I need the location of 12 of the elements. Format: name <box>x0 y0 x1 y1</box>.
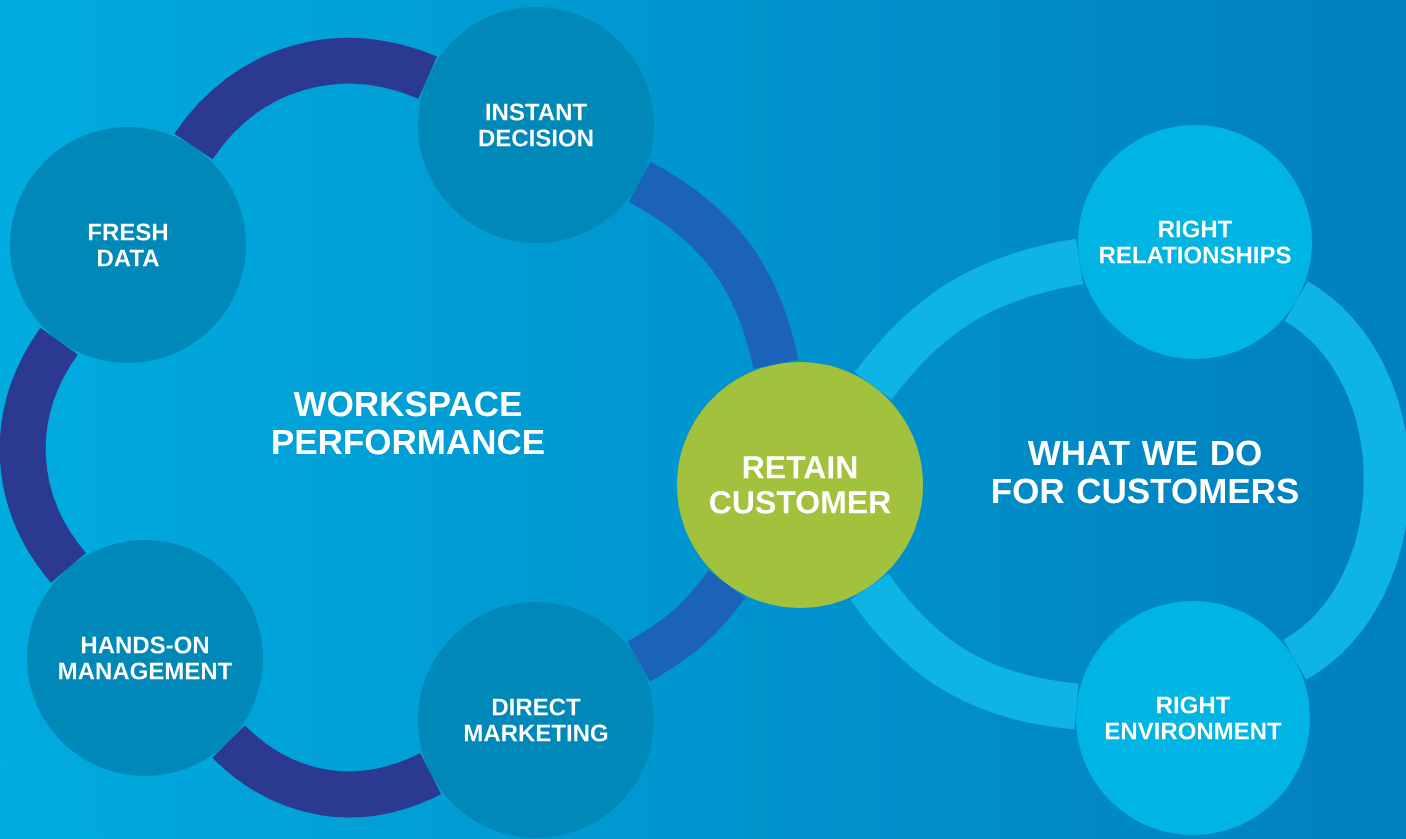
circle-node: HANDS-ON MANAGEMENT <box>27 540 263 776</box>
circle-node: RIGHT RELATIONSHIPS <box>1078 125 1312 359</box>
circle-node: RETAIN CUSTOMER <box>677 362 923 608</box>
circle-node: INSTANT DECISION <box>418 7 654 243</box>
band-connector <box>627 570 746 682</box>
circle-node: RIGHT ENVIRONMENT <box>1076 601 1310 835</box>
circle-node: DIRECT MARKETING <box>418 602 654 838</box>
section-heading: WORKSPACE PERFORMANCE <box>273 391 544 455</box>
band-connector <box>851 573 1080 730</box>
section-heading: WHAT WE DO FOR CUSTOMERS <box>993 440 1298 504</box>
band-connector <box>855 238 1084 401</box>
circle-node: FRESH DATA <box>10 127 246 363</box>
